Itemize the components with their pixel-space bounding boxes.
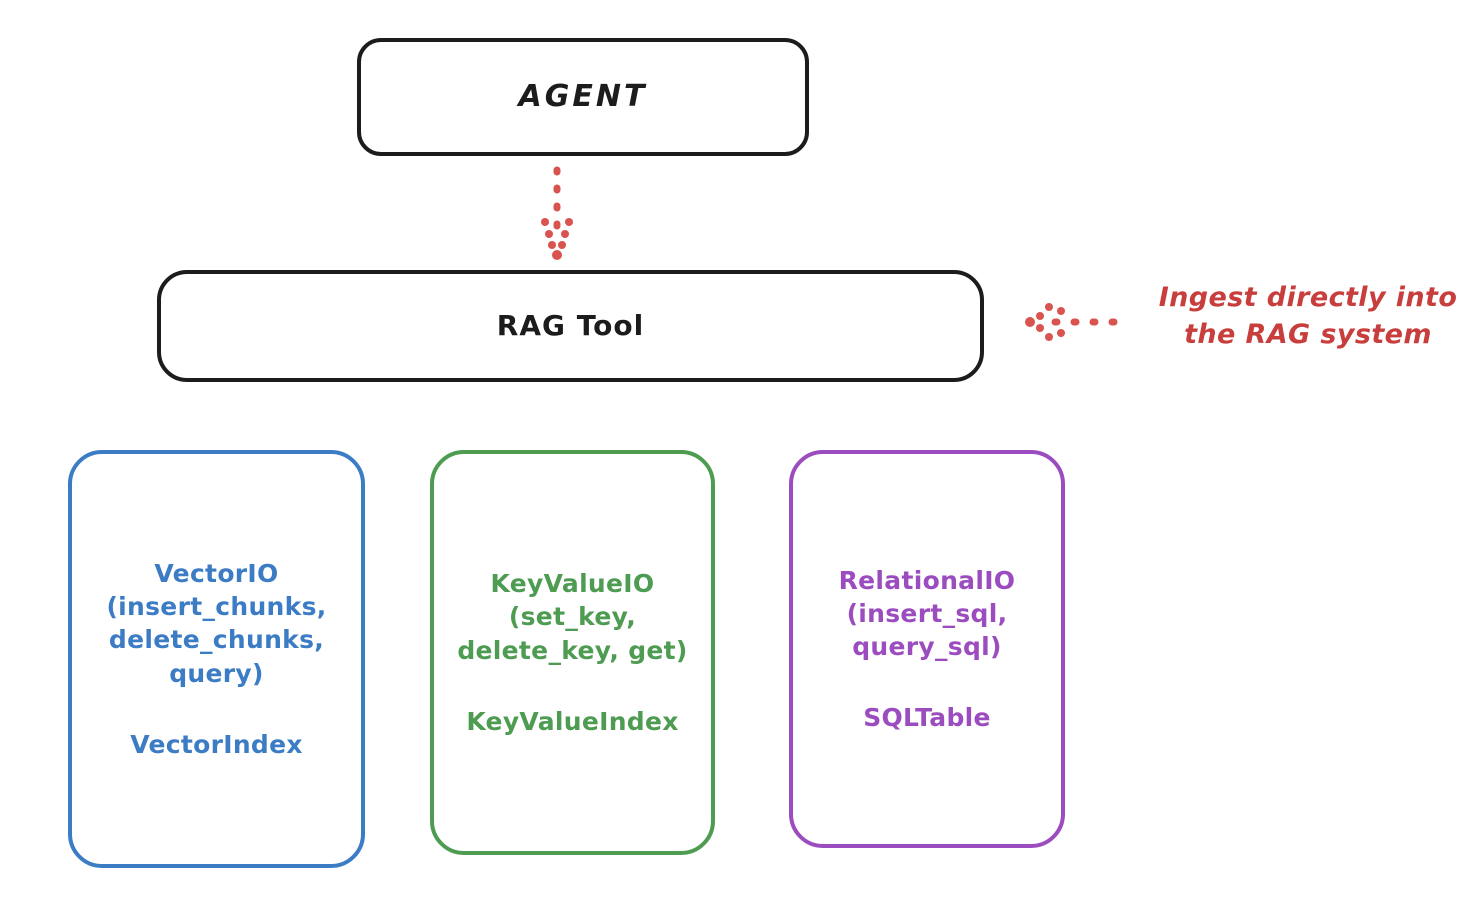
key-value-io-node[interactable]: KeyValueIO (set_key, delete_key, get) Ke… bbox=[430, 450, 715, 855]
key-value-io-api-label: KeyValueIO (set_key, delete_key, get) bbox=[457, 569, 688, 665]
vector-io-node[interactable]: VectorIO (insert_chunks, delete_chunks, … bbox=[68, 450, 365, 868]
agent-label: AGENT bbox=[518, 78, 648, 114]
ingest-note-arrow bbox=[1025, 303, 1134, 341]
key-value-io-index-label: KeyValueIndex bbox=[466, 706, 679, 736]
agent-to-rag-tool-arrow bbox=[541, 166, 573, 260]
vector-io-index-label: VectorIndex bbox=[130, 729, 303, 759]
rag-tool-node[interactable]: RAG Tool bbox=[157, 270, 984, 382]
relational-io-node[interactable]: RelationalIO (insert_sql, query_sql) SQL… bbox=[789, 450, 1065, 848]
vector-io-api-label: VectorIO (insert_chunks, delete_chunks, … bbox=[106, 558, 327, 688]
relational-io-api-label: RelationalIO (insert_sql, query_sql) bbox=[838, 565, 1016, 662]
ingest-note-text: Ingest directly into the RAG system bbox=[1158, 282, 1458, 351]
agent-node[interactable]: AGENT bbox=[357, 38, 809, 156]
relational-io-index-label: SQLTable bbox=[863, 703, 991, 733]
rag-tool-label: RAG Tool bbox=[496, 309, 645, 343]
